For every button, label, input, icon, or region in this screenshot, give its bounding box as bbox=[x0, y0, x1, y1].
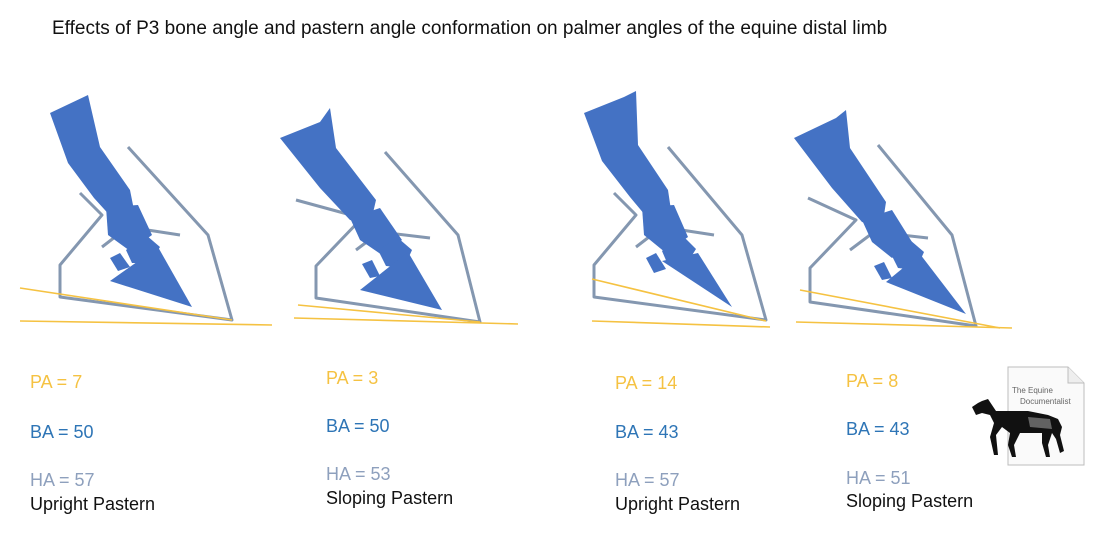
pa-value: PA = 7 bbox=[30, 372, 83, 392]
logo-text: The Equine Documentalist bbox=[1012, 385, 1071, 407]
ha-value: HA = 53 bbox=[326, 464, 391, 484]
pa-value: PA = 14 bbox=[615, 373, 678, 393]
pastern-label: Upright Pastern bbox=[30, 494, 156, 514]
bone-column bbox=[280, 108, 442, 310]
ba-value: BA = 50 bbox=[30, 422, 94, 442]
angle-lines bbox=[795, 289, 1013, 329]
angle-lines bbox=[591, 278, 771, 328]
ha-value: HA = 57 bbox=[615, 470, 680, 490]
logo-line-2: Documentalist bbox=[1020, 397, 1071, 406]
figure-title: Effects of P3 bone angle and pastern ang… bbox=[52, 18, 888, 39]
pastern-label: Sloping Pastern bbox=[846, 491, 974, 511]
logo-line-1: The Equine bbox=[1012, 386, 1053, 395]
hoof-diagram-upright-pastern-2 bbox=[584, 91, 771, 328]
pa-value: PA = 8 bbox=[846, 371, 899, 391]
ha-value: HA = 57 bbox=[30, 470, 95, 490]
ba-value: BA = 43 bbox=[846, 419, 910, 439]
bone-column bbox=[50, 95, 192, 307]
bone-column bbox=[584, 91, 732, 307]
equine-documentalist-logo bbox=[972, 366, 1085, 466]
ba-value: BA = 43 bbox=[615, 422, 679, 442]
pastern-label: Upright Pastern bbox=[615, 494, 741, 514]
hoof-diagram-sloping-pastern-1 bbox=[280, 108, 519, 325]
ba-value: BA = 50 bbox=[326, 416, 390, 436]
horse-icon bbox=[972, 399, 1064, 457]
hoof-diagram-sloping-pastern-2 bbox=[794, 110, 1013, 329]
ha-value: HA = 51 bbox=[846, 468, 911, 488]
hoof-diagram-upright-pastern-1 bbox=[19, 95, 273, 326]
angle-lines bbox=[19, 287, 273, 326]
pa-value: PA = 3 bbox=[326, 368, 379, 388]
bone-column bbox=[794, 110, 966, 314]
pastern-label: Sloping Pastern bbox=[326, 488, 454, 508]
angle-lines bbox=[293, 304, 519, 325]
